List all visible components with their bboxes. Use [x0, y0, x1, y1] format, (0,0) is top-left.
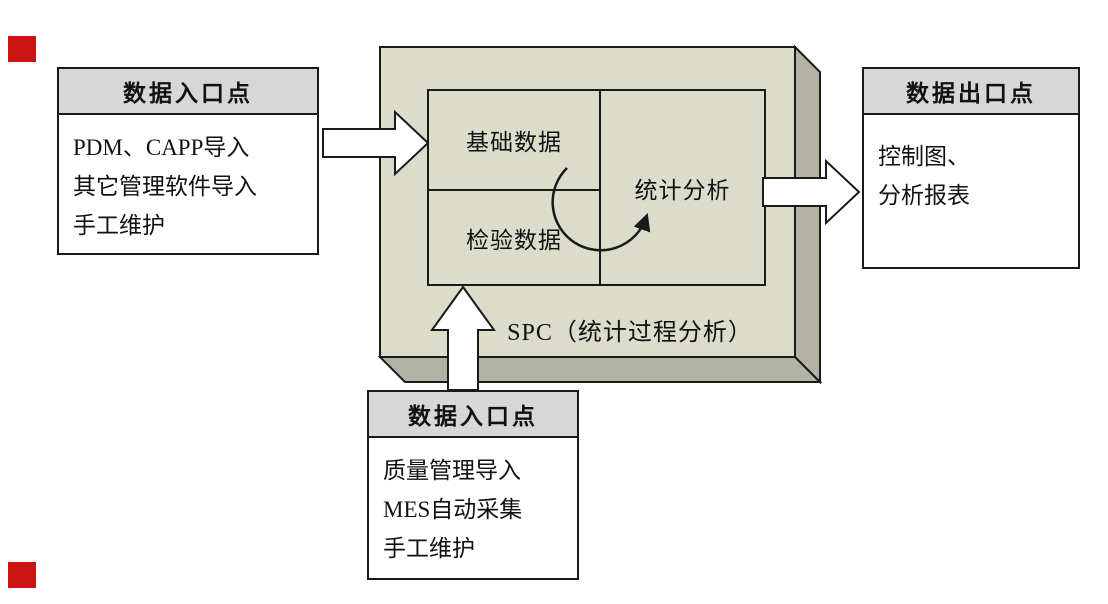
- data-output-body: 控制图、 分析报表: [864, 115, 1078, 228]
- text-line: PDM、CAPP导入: [73, 135, 250, 160]
- basic-data-cell: [427, 89, 601, 191]
- data-entry-bottom-body: 质量管理导入 MES自动采集 手工维护: [369, 438, 577, 581]
- text-line: MES自动采集: [383, 497, 523, 523]
- text-line: 手工维护: [383, 536, 475, 562]
- data-entry-bottom-box: 数据入口点 质量管理导入 MES自动采集 手工维护: [367, 390, 579, 580]
- red-marker-top: [8, 36, 36, 62]
- analysis-cell: [599, 89, 766, 286]
- red-marker-bottom: [8, 562, 36, 588]
- data-entry-left-title: 数据入口点: [59, 69, 317, 115]
- data-entry-bottom-title: 数据入口点: [369, 392, 577, 438]
- text-line: 控制图、: [878, 144, 970, 169]
- spc-box-right-face: [794, 44, 821, 385]
- text-line: 手工维护: [73, 213, 165, 239]
- text-line: 其它管理软件导入: [73, 174, 257, 200]
- data-output-box: 数据出口点 控制图、 分析报表: [862, 67, 1080, 269]
- arrow-spc-to-output: [762, 158, 861, 226]
- cycle-arrow: [551, 167, 651, 252]
- data-entry-left-body: PDM、CAPP导入 其它管理软件导入 手工维护: [59, 115, 317, 258]
- data-entry-left-box: 数据入口点 PDM、CAPP导入 其它管理软件导入 手工维护: [57, 67, 319, 255]
- arrow-left-entry-to-spc: [322, 109, 430, 177]
- inspection-data-cell: [427, 189, 601, 286]
- text-line: 质量管理导入: [383, 458, 521, 483]
- arrow-bottom-entry-to-spc: [430, 285, 496, 391]
- data-output-title: 数据出口点: [864, 69, 1078, 115]
- spc-box-bottom-face: [377, 356, 823, 383]
- text-line: 分析报表: [878, 183, 970, 209]
